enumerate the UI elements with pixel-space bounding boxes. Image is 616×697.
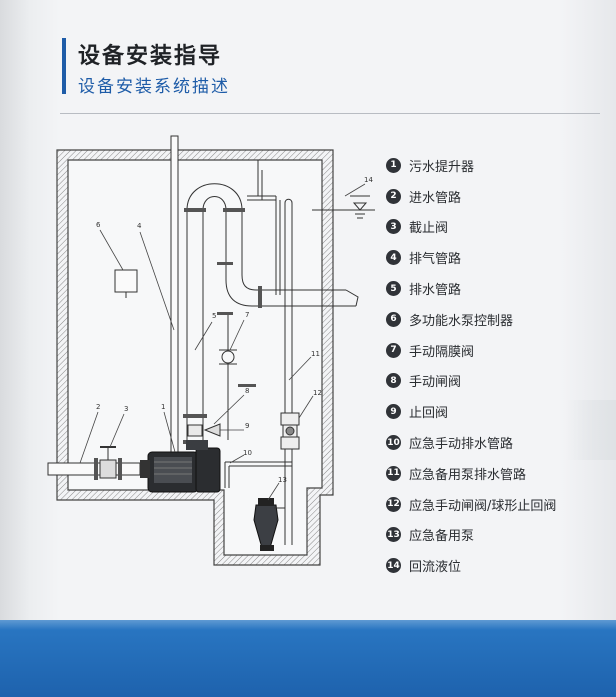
legend-number-badge: 3: [386, 219, 401, 235]
standby-pump-pipe: [247, 160, 293, 545]
pump-controller: [114, 269, 138, 298]
legend-item: 7 手动隔膜阀: [386, 335, 606, 366]
callout-13: 13: [278, 476, 287, 484]
legend-label: 止回阀: [409, 406, 449, 422]
legend-number-badge: 8: [386, 373, 401, 389]
pit-wall: [56, 149, 334, 566]
sewage-lifting-unit: [140, 440, 221, 493]
callout-7: 7: [245, 311, 249, 319]
backflow-level: [312, 195, 375, 219]
legend-item: 12 应急手动闸阀/球形止回阀: [386, 489, 606, 520]
callout-1: 1: [161, 403, 165, 411]
legend: 1 污水提升器 2 进水管路 3 截止阀 4 排气管路 5 排水管路 6 多功能…: [386, 150, 606, 581]
legend-number-badge: 11: [386, 465, 401, 481]
legend-number-badge: 12: [386, 496, 401, 512]
footer-band: [0, 620, 616, 697]
legend-label: 排气管路: [409, 252, 462, 268]
legend-number-badge: 13: [386, 527, 401, 543]
legend-item: 11 应急备用泵排水管路: [386, 458, 606, 489]
gate-and-check-valve: [187, 423, 221, 437]
legend-number-badge: 1: [386, 157, 401, 173]
legend-label: 应急备用泵: [409, 529, 475, 545]
legend-label: 截止阀: [409, 221, 449, 237]
standby-pump: [253, 498, 285, 551]
legend-item: 1 污水提升器: [386, 150, 606, 181]
vent-pipe: [170, 135, 179, 467]
legend-item: 9 止回阀: [386, 396, 606, 427]
legend-item: 4 排气管路: [386, 242, 606, 273]
page-subtitle: 设备安装系统描述: [78, 77, 230, 97]
callout-11: 11: [311, 350, 320, 358]
legend-number-badge: 10: [386, 435, 401, 451]
legend-label: 手动闸阀: [409, 375, 462, 391]
callout-10: 10: [243, 449, 252, 457]
header-divider: [60, 113, 600, 114]
legend-label: 多功能水泵控制器: [409, 313, 514, 329]
legend-number-badge: 7: [386, 342, 401, 358]
legend-item: 3 截止阀: [386, 212, 606, 243]
legend-label: 应急备用泵排水管路: [409, 467, 527, 483]
callout-5: 5: [212, 312, 216, 320]
callout-14: 14: [364, 176, 373, 184]
callout-8: 8: [245, 387, 249, 395]
legend-number-badge: 2: [386, 188, 401, 204]
legend-item: 13 应急备用泵: [386, 520, 606, 551]
legend-item: 2 进水管路: [386, 181, 606, 212]
legend-item: 5 排水管路: [386, 273, 606, 304]
legend-label: 污水提升器: [409, 159, 475, 175]
legend-number-badge: 6: [386, 311, 401, 327]
legend-label: 排水管路: [409, 283, 462, 299]
background-decoration: [566, 400, 616, 460]
callout-2: 2: [96, 403, 100, 411]
callout-6: 6: [96, 221, 101, 229]
legend-label: 应急手动排水管路: [409, 437, 514, 453]
callout-3: 3: [124, 405, 128, 413]
title-accent-bar: [62, 38, 66, 94]
legend-label: 应急手动闸阀/球形止回阀: [409, 498, 557, 514]
discharge-pipe: [186, 183, 359, 450]
legend-item: 14 回流液位: [386, 550, 606, 581]
callout-leaders: [79, 183, 366, 501]
legend-number-badge: 9: [386, 404, 401, 420]
legend-label: 回流液位: [409, 560, 462, 576]
callout-12: 12: [313, 389, 322, 397]
legend-label: 手动隔膜阀: [409, 344, 475, 360]
legend-number-badge: 5: [386, 281, 401, 297]
callout-9: 9: [245, 422, 249, 430]
installation-diagram: 1 2 3 4 5 6 7 8 9 10 11 12 13 14: [47, 135, 375, 566]
callout-4: 4: [137, 222, 142, 230]
legend-item: 10 应急手动排水管路: [386, 427, 606, 458]
legend-number-badge: 4: [386, 250, 401, 266]
legend-number-badge: 14: [386, 558, 401, 574]
emergency-drain-pipe: [224, 461, 292, 488]
page-title: 设备安装指导: [78, 44, 223, 69]
callout-numbers: 1 2 3 4 5 6 7 8 9 10 11 12 13 14: [96, 176, 373, 484]
footer-highlight: [0, 620, 616, 630]
legend-item: 8 手动闸阀: [386, 366, 606, 397]
legend-item: 6 多功能水泵控制器: [386, 304, 606, 335]
legend-label: 进水管路: [409, 190, 462, 206]
emergency-valve: [280, 412, 300, 450]
diaphragm-valve: [219, 315, 237, 440]
